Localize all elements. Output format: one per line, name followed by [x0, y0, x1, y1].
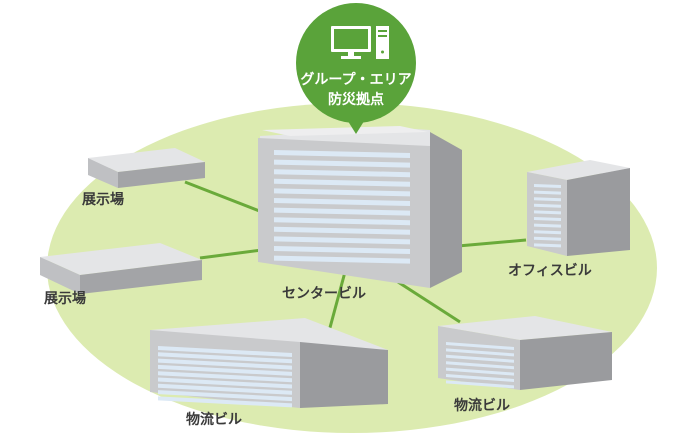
label-exhibition-2: 展示場	[44, 290, 86, 307]
window-stripe	[158, 346, 292, 357]
window-stripe	[446, 342, 514, 350]
label-logistics-2: 物流ビル	[454, 397, 510, 414]
window-stripe	[446, 361, 514, 370]
window-stripe	[274, 236, 410, 245]
window-stripe	[274, 217, 410, 226]
window-stripe	[274, 188, 410, 197]
hub-label-line2: 防災拠点	[328, 91, 384, 108]
window-stripe	[158, 371, 292, 383]
network-links	[184, 180, 527, 336]
hub-badge: グループ・エリア 防災拠点	[296, 3, 416, 134]
window-stripe	[158, 358, 292, 370]
window-stripe	[274, 226, 410, 235]
building-office	[527, 160, 630, 256]
window-stripe	[274, 246, 410, 254]
window-stripe	[446, 374, 514, 382]
window-stripe	[274, 169, 410, 178]
window-stripe	[274, 207, 410, 216]
window-stripe	[274, 159, 410, 168]
building-logistics-1	[150, 318, 388, 408]
window-stripe	[534, 223, 561, 228]
window-stripe	[534, 236, 561, 241]
link-logistics-2	[397, 280, 461, 324]
label-exhibition-1: 展示場	[82, 191, 124, 208]
center-windows	[274, 150, 410, 264]
window-stripe	[534, 184, 561, 188]
building-exhibition-2	[40, 243, 202, 294]
window-stripe	[446, 380, 514, 389]
link-exhibition-1	[184, 180, 263, 214]
computer-icon	[331, 26, 389, 59]
window-stripe	[446, 348, 514, 357]
building-center	[258, 126, 462, 288]
link-office	[457, 238, 527, 248]
window-stripe	[534, 217, 561, 221]
logistics-1-windows	[158, 346, 292, 408]
building-logistics-2	[438, 316, 612, 390]
window-stripe	[534, 203, 561, 208]
window-stripe	[158, 383, 292, 395]
window-stripe	[274, 150, 410, 158]
window-stripe	[158, 352, 292, 364]
window-stripe	[274, 198, 410, 206]
window-stripe	[534, 197, 561, 202]
label-logistics-1: 物流ビル	[186, 411, 242, 428]
link-logistics-1	[326, 271, 347, 336]
window-stripe	[158, 390, 292, 402]
office-windows	[534, 184, 561, 248]
window-stripe	[158, 396, 292, 408]
window-stripe	[534, 243, 561, 248]
window-stripe	[534, 230, 561, 235]
window-stripe	[158, 377, 292, 389]
logistics-2-windows	[446, 342, 514, 389]
window-stripe	[534, 190, 561, 195]
window-stripe	[446, 354, 514, 363]
building-exhibition-1	[88, 148, 205, 188]
hub-label-line1: グループ・エリア	[300, 71, 411, 88]
window-stripe	[274, 178, 410, 187]
label-office: オフィスビル	[508, 263, 592, 279]
label-center: センタービル	[282, 286, 366, 302]
window-stripe	[274, 255, 410, 264]
link-exhibition-2	[199, 248, 263, 260]
window-stripe	[158, 364, 292, 376]
window-stripe	[534, 210, 561, 215]
window-stripe	[446, 367, 514, 376]
